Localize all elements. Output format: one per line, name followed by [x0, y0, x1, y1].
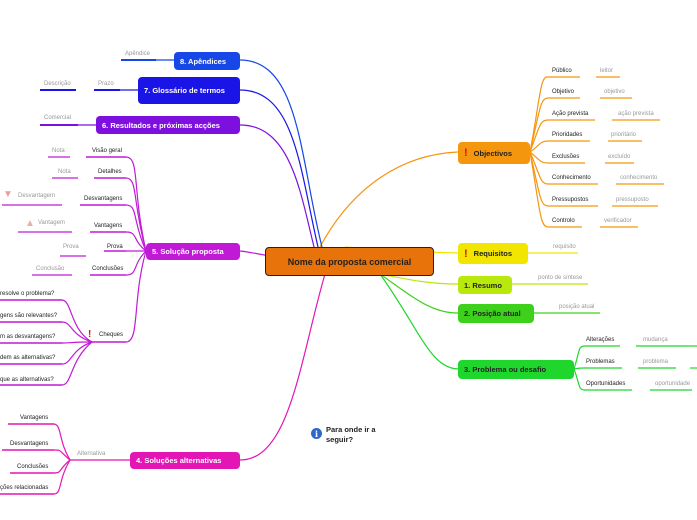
results-title: 6. Resultados e próximas acções: [102, 120, 220, 130]
objectives-item-label[interactable]: Exclusões: [552, 154, 580, 160]
floating-note[interactable]: Para onde ir a seguir?: [326, 425, 376, 444]
solution-item-label[interactable]: Conclusões: [92, 266, 124, 272]
position-title: 2. Posição atual: [464, 309, 521, 318]
position-node[interactable]: 2. Posição atual: [458, 304, 534, 323]
solution-item-value[interactable]: Conclusão: [36, 266, 65, 272]
solution-item-label[interactable]: Visão geral: [92, 148, 122, 154]
glossary-term[interactable]: Prazo: [98, 81, 114, 87]
appendices-title: 8. Apêndices: [180, 56, 226, 66]
objectives-item-label[interactable]: Prioridades: [552, 132, 583, 138]
solution-item-value[interactable]: Vantagem: [38, 220, 65, 226]
problem-item-label[interactable]: Problemas: [586, 359, 615, 365]
solution-title: 5. Solução proposta: [152, 247, 224, 256]
summary-node[interactable]: 1. Resumo: [458, 276, 512, 294]
objectives-item-value[interactable]: excluído: [608, 154, 631, 160]
appendices-value[interactable]: Apêndice: [125, 51, 151, 57]
thumbs-up-icon: ▲: [25, 218, 35, 229]
alternative-branch[interactable]: Alternativa: [77, 451, 106, 457]
alternative-item[interactable]: Conclusões: [17, 464, 49, 470]
requirements-value[interactable]: requisito: [553, 244, 576, 250]
solution-item-label[interactable]: Detalhes: [98, 169, 122, 175]
objectives-item-value[interactable]: verificador: [604, 218, 632, 224]
exclamation-icon: !: [464, 147, 468, 159]
alternatives-node[interactable]: 4. Soluções alternativas: [130, 452, 240, 469]
alternative-item[interactable]: Vantagens: [20, 415, 49, 421]
check-item[interactable]: m as desvantagens?: [0, 334, 56, 340]
exclamation-icon: !: [464, 247, 468, 260]
objectives-item-value[interactable]: conhecimento: [620, 175, 658, 181]
position-value[interactable]: posição atual: [559, 304, 595, 310]
glossary-value[interactable]: Descrição: [44, 81, 71, 87]
solution-item-value[interactable]: Prova: [63, 244, 79, 250]
objectives-item-value[interactable]: prioritário: [611, 132, 637, 138]
glossary-node[interactable]: 7. Glossário de termos: [138, 77, 240, 104]
solution-item-value[interactable]: Nota: [52, 148, 65, 154]
problem-item-value[interactable]: oportunidade: [655, 381, 691, 387]
objectives-item-label[interactable]: Pressupostos: [552, 197, 589, 203]
problem-title: 3. Problema ou desafio: [464, 365, 547, 374]
checks-label[interactable]: Cheques: [99, 332, 124, 338]
info-icon: i: [311, 428, 322, 439]
summary-title: 1. Resumo: [464, 280, 502, 290]
check-item[interactable]: resolve o problema?: [0, 291, 55, 297]
solution-item-value[interactable]: Nota: [58, 169, 71, 175]
solution-item-value[interactable]: Desvantagem: [18, 193, 56, 199]
problem-item-label[interactable]: Alterações: [586, 337, 615, 343]
objectives-node[interactable]: ! Objectivos: [458, 142, 530, 164]
objectives-item-value[interactable]: ação prevista: [618, 111, 654, 117]
check-item[interactable]: gens são relevantes?: [0, 313, 58, 319]
objectives-item-label[interactable]: Público: [552, 68, 572, 74]
objectives-item-value[interactable]: pressuposto: [616, 197, 649, 203]
objectives-title: Objectivos: [473, 148, 513, 158]
objectives-item-value[interactable]: leitor: [600, 68, 614, 74]
solution-item-label[interactable]: Prova: [107, 244, 123, 250]
problem-item-value[interactable]: problema: [643, 359, 669, 365]
objectives-item-label[interactable]: Ação prevista: [552, 111, 589, 117]
check-item[interactable]: dem as alternativas?: [0, 355, 56, 361]
objectives-item-label[interactable]: Objetivo: [552, 89, 575, 95]
summary-value[interactable]: ponto de síntese: [538, 275, 583, 281]
thumbs-down-icon: ▼: [3, 189, 13, 200]
problem-item-value[interactable]: mudança: [643, 337, 668, 343]
objectives-item-label[interactable]: Controlo: [552, 218, 575, 224]
requirements-title: Requisitos: [473, 249, 513, 258]
solution-item-label[interactable]: Vantagens: [94, 223, 123, 229]
objectives-item-label[interactable]: Conhecimento: [552, 175, 591, 181]
results-value[interactable]: Comercial: [44, 115, 72, 121]
check-item[interactable]: que as alternativas?: [0, 377, 54, 383]
requirements-node[interactable]: ! Requisitos: [458, 243, 528, 264]
problem-item-label[interactable]: Oportunidades: [586, 381, 626, 387]
objectives-item-value[interactable]: objetivo: [604, 89, 625, 95]
solution-item-label[interactable]: Desvantagens: [84, 196, 123, 202]
solution-node[interactable]: 5. Solução proposta: [146, 243, 240, 260]
central-topic[interactable]: Nome da proposta comercial: [265, 247, 434, 276]
alternative-item[interactable]: ções relacionadas: [0, 485, 49, 491]
exclamation-icon: !: [88, 329, 92, 340]
appendices-node[interactable]: 8. Apêndices: [174, 52, 240, 70]
alternatives-title: 4. Soluções alternativas: [136, 456, 222, 465]
alternative-item[interactable]: Desvantagens: [10, 441, 49, 447]
glossary-title: 7. Glossário de termos: [144, 86, 225, 95]
problem-node[interactable]: 3. Problema ou desafio: [458, 360, 574, 379]
results-node[interactable]: 6. Resultados e próximas acções: [96, 116, 240, 134]
